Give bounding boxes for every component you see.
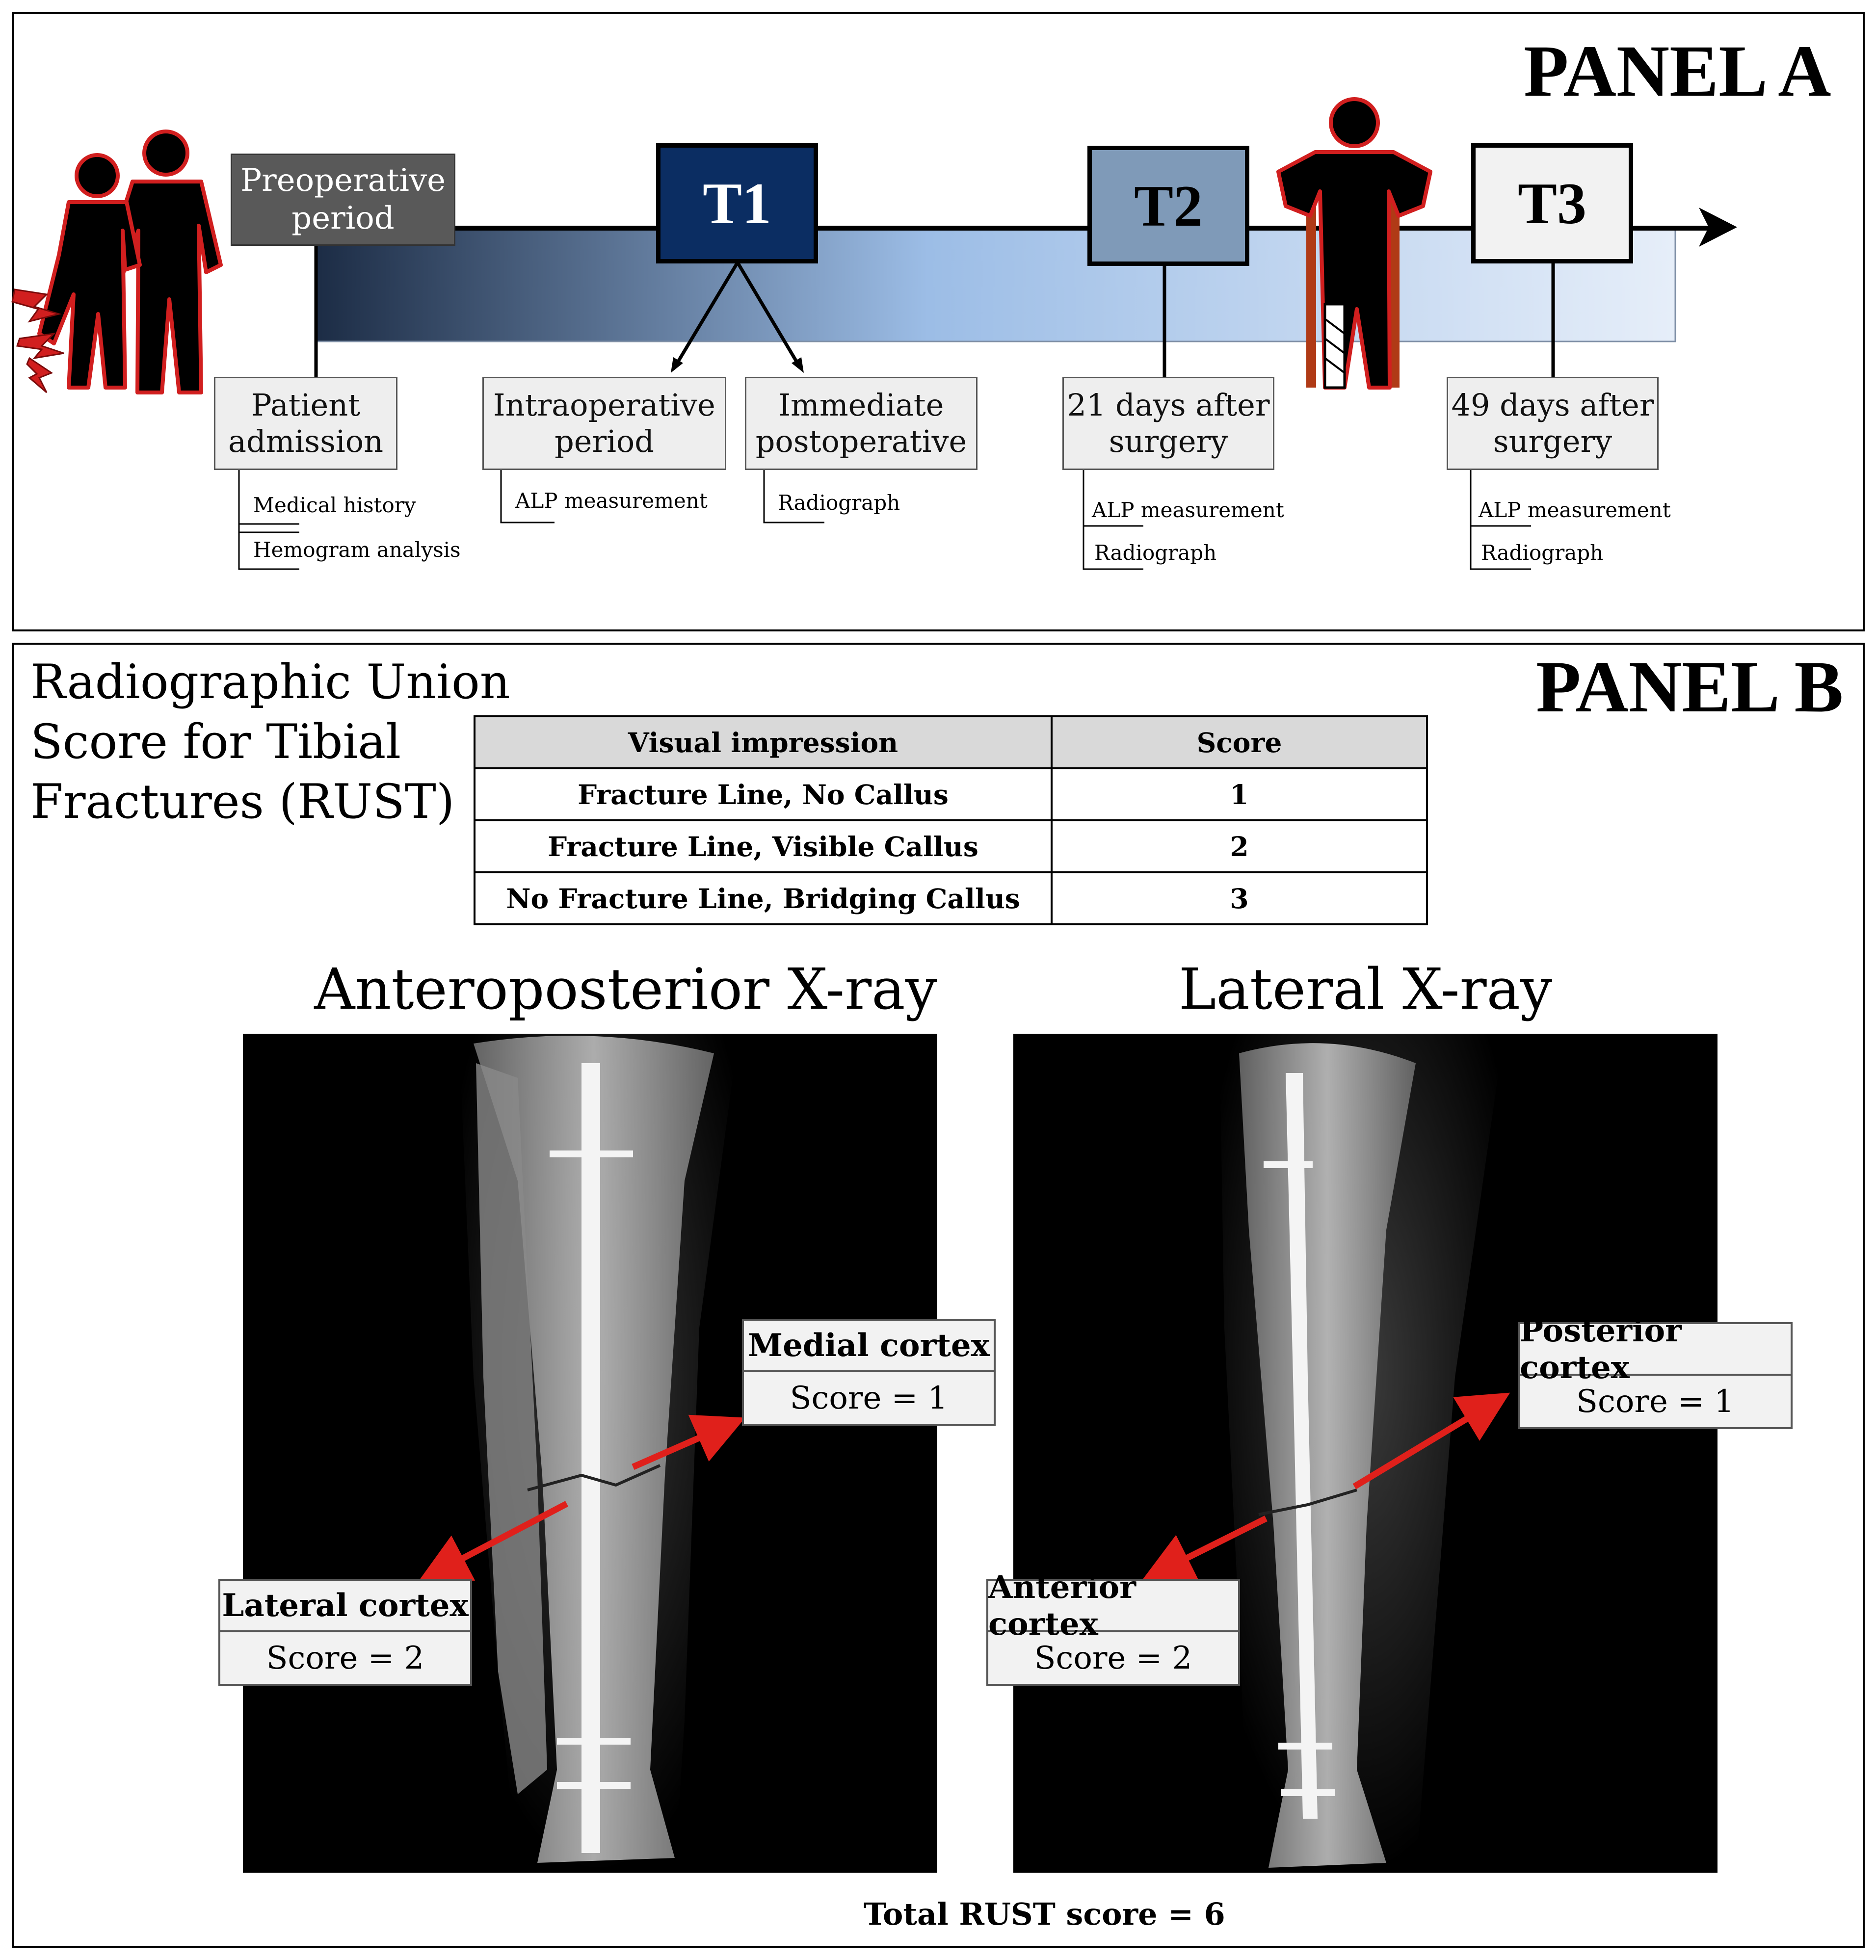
rust-table: Visual impression Score Fracture Line, N…	[474, 715, 1428, 925]
day49-box: 49 days after surgery	[1447, 377, 1659, 470]
timepoint-t1: T1	[656, 143, 818, 263]
preoperative-period-label: Preoperative period	[240, 162, 446, 236]
table-row: Fracture Line, Visible Callus 2	[474, 819, 1428, 873]
panel-b-label: PANEL B	[1536, 646, 1844, 728]
sub-medical-history: Medical history	[253, 493, 416, 517]
injured-patient-icon	[37, 130, 223, 394]
rust-header-score: Score	[1051, 715, 1428, 769]
rust-row-2-score: 2	[1051, 819, 1428, 873]
sub-radiograph-postop: Radiograph	[778, 491, 900, 515]
sub-hemogram-analysis: Hemogram analysis	[253, 538, 461, 562]
immediate-postoperative-box: Immediate postoperative	[745, 377, 978, 470]
day21-box: 21 days after surgery	[1062, 377, 1274, 470]
sub-alp-intraop: ALP measurement	[515, 489, 708, 513]
lateral-xray-title: Lateral X-ray	[1178, 957, 1553, 1022]
arrow-posterior	[1352, 1392, 1510, 1490]
medial-cortex-score: Score = 1	[790, 1380, 948, 1416]
table-row: No Fracture Line, Bridging Callus 3	[474, 871, 1428, 925]
rust-row-3-score: 3	[1051, 871, 1428, 925]
day21-label: 21 days after surgery	[1067, 387, 1270, 459]
posterior-cortex-name: Posterior cortex	[1520, 1312, 1791, 1386]
rust-row-2-impression: Fracture Line, Visible Callus	[474, 819, 1053, 873]
ap-xray-image	[243, 1034, 937, 1873]
rust-table-header: Visual impression Score	[474, 715, 1428, 769]
timepoint-t2-label: T2	[1134, 173, 1203, 238]
table-row: Fracture Line, No Callus 1	[474, 767, 1428, 821]
anterior-cortex-score: Score = 2	[1034, 1640, 1192, 1676]
preoperative-period-box: Preoperative period	[231, 154, 455, 246]
walker-patient-icon	[1276, 97, 1432, 390]
posterior-cortex-box: Posterior cortex Score = 1	[1518, 1312, 1793, 1429]
panel-a-label: PANEL A	[1524, 30, 1831, 112]
rust-header-visual: Visual impression	[474, 715, 1053, 769]
medial-cortex-name: Medial cortex	[744, 1321, 994, 1372]
lateral-xray-image	[1013, 1034, 1717, 1873]
rust-row-3-impression: No Fracture Line, Bridging Callus	[474, 871, 1053, 925]
timepoint-t3-label: T3	[1517, 170, 1587, 236]
lateral-cortex-box: Lateral cortex Score = 2	[218, 1579, 472, 1686]
immediate-postoperative-label: Immediate postoperative	[755, 387, 967, 459]
total-rust-score: Total RUST score = 6	[864, 1896, 1225, 1932]
rust-row-1-score: 1	[1051, 767, 1428, 821]
medial-cortex-box: Medial cortex Score = 1	[742, 1319, 996, 1426]
arrow-medial	[632, 1414, 745, 1470]
rust-row-1-impression: Fracture Line, No Callus	[474, 767, 1053, 821]
timepoint-t2: T2	[1087, 146, 1249, 266]
timeline-arrowhead	[1699, 208, 1737, 247]
rust-title: Radiographic Union Score for Tibial Frac…	[30, 654, 510, 829]
sub-radiograph-day21: Radiograph	[1094, 541, 1217, 565]
lateral-cortex-name: Lateral cortex	[220, 1581, 470, 1632]
sub-radiograph-day49: Radiograph	[1481, 541, 1604, 565]
sub-alp-day49: ALP measurement	[1479, 498, 1671, 522]
patient-admission-box: Patient admission	[214, 377, 397, 470]
intraoperative-period-box: Intraoperative period	[482, 377, 726, 470]
day49-label: 49 days after surgery	[1451, 387, 1654, 459]
sub-alp-day21: ALP measurement	[1092, 498, 1284, 522]
anterior-cortex-name: Anterior cortex	[988, 1569, 1238, 1643]
ap-xray-title: Anteroposterior X-ray	[314, 957, 937, 1022]
lateral-cortex-score: Score = 2	[266, 1640, 424, 1676]
intraoperative-period-label: Intraoperative period	[493, 387, 715, 459]
timepoint-t1-label: T1	[702, 170, 772, 236]
timepoint-t3: T3	[1471, 143, 1633, 263]
posterior-cortex-score: Score = 1	[1576, 1383, 1734, 1420]
anterior-cortex-box: Anterior cortex Score = 2	[986, 1569, 1240, 1686]
arrow-anterior	[1141, 1516, 1268, 1581]
pain-icon	[11, 288, 64, 393]
arrow-lateral	[418, 1501, 569, 1582]
patient-admission-label: Patient admission	[228, 387, 383, 459]
